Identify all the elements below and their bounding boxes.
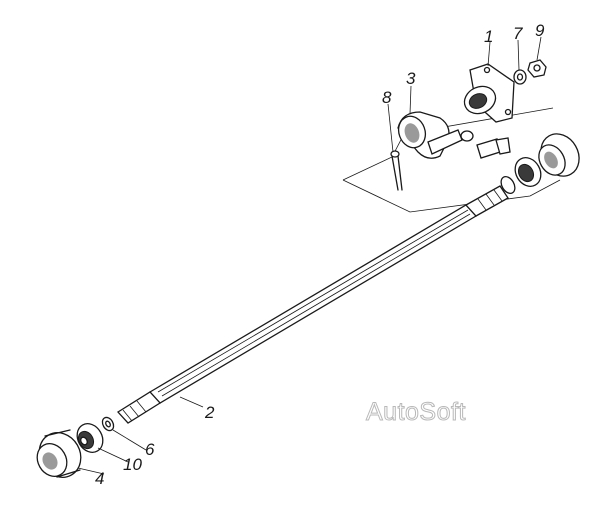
lock-ring [460, 130, 474, 142]
callout-1: 1 [484, 27, 493, 46]
bearing-lower [76, 423, 104, 453]
leader-lines [77, 36, 542, 475]
watermark-text: AutoSoft [366, 398, 466, 426]
shaft [116, 185, 509, 424]
callout-2: 2 [204, 403, 215, 422]
bolt [476, 137, 511, 159]
nut [527, 59, 547, 78]
callout-10: 10 [123, 455, 142, 474]
callout-7: 7 [513, 24, 523, 43]
callout-3: 3 [406, 69, 416, 88]
washer-lower [101, 416, 115, 432]
washer-upper [513, 69, 527, 85]
callout-8: 8 [382, 88, 392, 107]
callout-4: 4 [95, 469, 104, 488]
callout-6: 6 [145, 440, 155, 459]
bearing-housing-lower [36, 429, 82, 478]
fork-clamp [397, 111, 463, 159]
bearing-housing-upper [538, 133, 580, 177]
bearing-upper [500, 157, 542, 195]
flange-housing [463, 63, 515, 123]
callout-9: 9 [535, 21, 545, 40]
cotter-pin [390, 150, 403, 191]
